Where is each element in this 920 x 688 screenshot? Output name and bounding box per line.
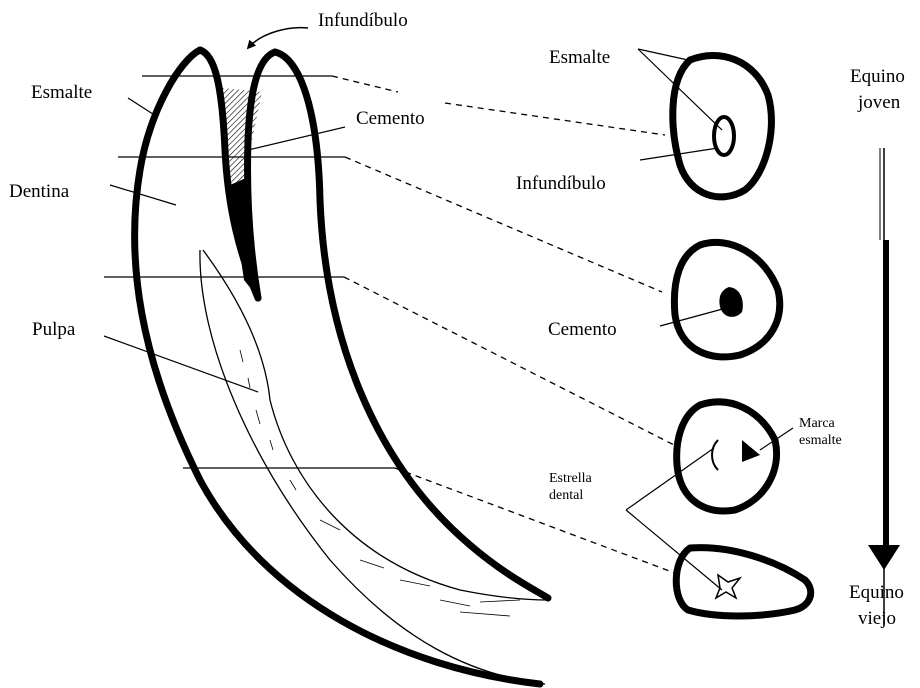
tooth-longitudinal-section xyxy=(135,50,548,684)
label-estrella-line2: dental xyxy=(549,488,583,503)
label-marca-line2: esmalte xyxy=(799,433,842,448)
right-cusp-inner xyxy=(247,52,275,298)
label-cemento-top: Cemento xyxy=(356,108,425,129)
label-estrella-line1: Estrella xyxy=(549,471,593,486)
label-marca-line1: Marca xyxy=(799,416,836,431)
infundibulum-pointer-arrow xyxy=(248,28,308,48)
cross-section-3 xyxy=(677,402,777,511)
age-arrow xyxy=(868,148,900,625)
label-equino-viejo-2: viejo xyxy=(858,608,896,629)
label-infundibulo-top: Infundíbulo xyxy=(318,10,408,31)
label-esmalte-left: Esmalte xyxy=(31,82,92,103)
label-dentina: Dentina xyxy=(9,181,70,202)
label-equino-joven-1: Equino xyxy=(850,66,905,87)
label-pulpa: Pulpa xyxy=(32,319,76,340)
cross-section-4 xyxy=(676,548,810,616)
pulp-channel-left xyxy=(200,250,545,684)
outer-enamel-contour xyxy=(135,50,540,684)
label-equino-viejo-1: Equino xyxy=(849,582,904,603)
label-infundibulo-right: Infundíbulo xyxy=(516,173,606,194)
dashed-connectors xyxy=(332,76,680,575)
cross-section-2 xyxy=(674,242,779,356)
cross-section-1 xyxy=(673,55,772,196)
label-cemento-right: Cemento xyxy=(548,319,617,340)
label-esmalte-right: Esmalte xyxy=(549,47,610,68)
label-equino-joven-2: joven xyxy=(857,92,901,113)
